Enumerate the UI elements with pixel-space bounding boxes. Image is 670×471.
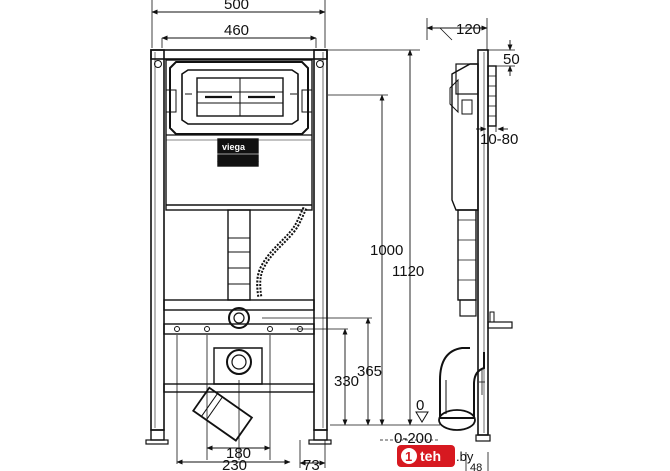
- dim-offset-bottom: 73: [303, 457, 320, 471]
- dim-frame-height: 1000: [370, 242, 403, 259]
- dim-side-top-offset: 50: [503, 51, 520, 68]
- dim-inner-width: 460: [224, 22, 249, 39]
- dim-floor-range: 0-200: [394, 430, 432, 447]
- dim-floor-level: 0: [416, 397, 424, 414]
- brand-logo-text: viega: [222, 142, 246, 152]
- watermark-badge-number: 1: [405, 449, 412, 464]
- dim-side-depth: 120: [456, 21, 481, 38]
- watermark-site: teh: [420, 448, 441, 464]
- dim-side-depth-range: 10-80: [480, 131, 518, 148]
- side-view: [426, 18, 515, 471]
- dim-bottom-width: 230: [222, 457, 247, 471]
- dim-total-width: 500: [224, 0, 249, 13]
- front-view: [145, 0, 440, 468]
- dim-side-bottom: 48: [470, 462, 482, 471]
- watermark-badge-circle: [401, 448, 417, 464]
- site-watermark[interactable]: 1 teh .by: [397, 445, 474, 467]
- dim-inlet-height: 330: [334, 373, 359, 390]
- dim-total-height: 1120: [392, 263, 424, 280]
- dim-outlet-height: 365: [357, 363, 382, 380]
- dim-outlet-spacing: 180: [226, 445, 251, 462]
- watermark-tld: .by: [456, 449, 474, 464]
